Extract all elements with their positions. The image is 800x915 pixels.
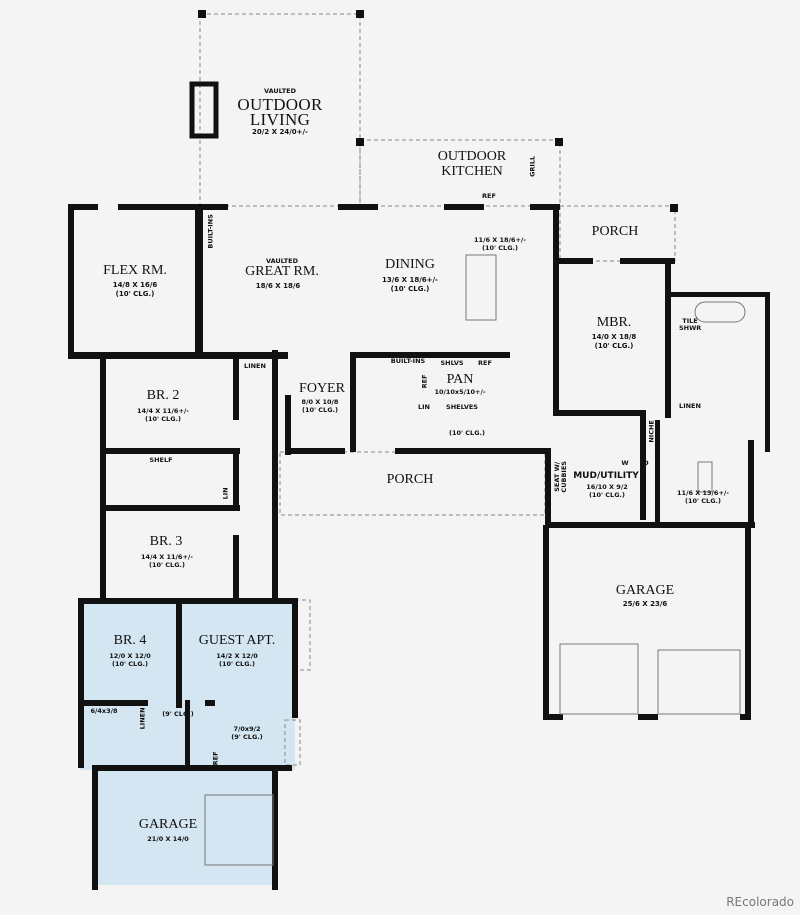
br4-clg: (10' CLG.) [112,660,148,668]
br4-closet-dims: 6/4x3/8 [90,707,118,715]
closet-clg: (10' CLG.) [685,497,721,505]
flex-room-name: FLEX RM. [103,263,167,278]
dryer-label: D [643,459,649,467]
porch-top-name: PORCH [591,224,639,239]
guest-garage-fill [95,770,277,885]
watermark: REcolorado [726,895,794,909]
built-ins-label: BUILT-INS [206,214,215,249]
br4-dims: 12/0 X 12/0 [109,652,151,660]
garage-door-left [559,643,639,715]
foyer-linen: LINEN [244,362,266,370]
pantry-side-ref: REF [420,374,429,389]
pantry-shelves-top: SHLVS [440,359,464,367]
br4-linen: LINEN [138,707,147,730]
washer-label: W [621,459,629,467]
flex-room-dims: 14/8 X 16/6 [112,281,158,289]
outdoor-kitchen-name-2: KITCHEN [441,164,503,179]
garage-main-name: GARAGE [615,583,675,598]
mud-clg: (10' CLG.) [589,491,625,499]
dining-dims: 13/6 X 18/6+/- [382,276,438,284]
br3-dims: 14/4 X 11/6+/- [141,553,193,561]
pantry-name: PAN [446,372,474,387]
walls [68,10,770,890]
guest-ref-label: REF [211,751,220,766]
outdoor-living-name-2: LIVING [249,110,311,129]
guest-kitchen-clg: (9' CLG.) [231,733,263,741]
outdoor-ref-label: REF [482,192,496,200]
great-room-name: GREAT RM. [245,264,319,279]
mbr-name: MBR. [596,315,632,330]
outdoor-kitchen-name: OUTDOOR [437,149,507,164]
mbr-dims: 14/0 X 18/8 [591,333,637,341]
guest-apt-name: GUEST APT. [198,633,276,648]
dining-name: DINING [385,257,435,272]
shelf-label: SHELF [149,456,173,464]
dining-clg: (10' CLG.) [390,285,430,293]
kitchen-dims: 11/6 X 18/6+/- [474,236,526,244]
guest-garage-name: GARAGE [138,817,198,832]
mud-dims: 16/10 X 9/2 [586,483,628,491]
closet-island [697,461,713,493]
foyer-name: FOYER [299,381,345,396]
br2-clg: (10' CLG.) [145,415,181,423]
outdoor-living-dims: 20/2 X 24/0+/- [252,128,308,136]
outdoor-living-name: OUTDOOR [237,95,323,114]
guest-hall-clg: (9' CLG.) [162,710,194,718]
kitchen-island [465,254,497,321]
great-room-note: VAULTED [265,257,299,265]
mud-name: MUD/UTILITY [573,471,639,481]
guest-wd-label: W/D [189,764,205,772]
outdoor-living-note: VAULTED [263,87,297,95]
pantry-shelves: SHELVES [446,403,478,411]
fixtures [204,254,746,866]
niche-label: NICHE [647,420,656,443]
guest-kitchen-dims: 7/0x9/2 [233,725,261,733]
mbr-clg: (10' CLG.) [594,342,634,350]
porch-center-name: PORCH [386,472,434,487]
guest-garage-door [204,794,274,866]
foyer-clg: (10' CLG.) [302,406,338,414]
garage-main-dims: 25/6 X 23/6 [622,600,668,608]
great-room-dims: 18/6 X 18/6 [255,282,301,290]
pantry-lin: LIN [417,403,431,411]
guest-apt-dims: 14/2 X 12/0 [216,652,258,660]
seat-cubbies-label: SEAT W/ CUBBIES [553,461,568,493]
tile-shower-label: TILE SHWR [679,317,702,332]
br3-name: BR. 3 [149,534,183,549]
master-linen-label: LINEN [679,402,701,410]
guest-apt-clg: (10' CLG.) [219,660,255,668]
pantry-built-ins: BUILT-INS [390,357,426,365]
pantry-dims: 10/10x5/10+/- [434,388,486,396]
hall-clg: (10' CLG.) [449,429,485,437]
bath-lin-label: LIN [221,487,230,500]
pantry-ref: REF [478,359,492,367]
foyer-dims: 8/0 X 10/8 [301,398,339,406]
bathtub [694,301,746,323]
closet-dims: 11/6 X 13/6+/- [677,489,729,497]
flex-room-clg: (10' CLG.) [115,290,155,298]
guest-garage-dims: 21/0 X 14/0 [147,835,189,843]
br2-name: BR. 2 [146,388,180,403]
kitchen-clg: (10' CLG.) [482,244,518,252]
grill-label: GRILL [528,155,537,177]
br3-clg: (10' CLG.) [149,561,185,569]
garage-door-right [657,649,741,715]
br4-name: BR. 4 [113,633,147,648]
br2-dims: 14/4 X 11/6+/- [137,407,189,415]
